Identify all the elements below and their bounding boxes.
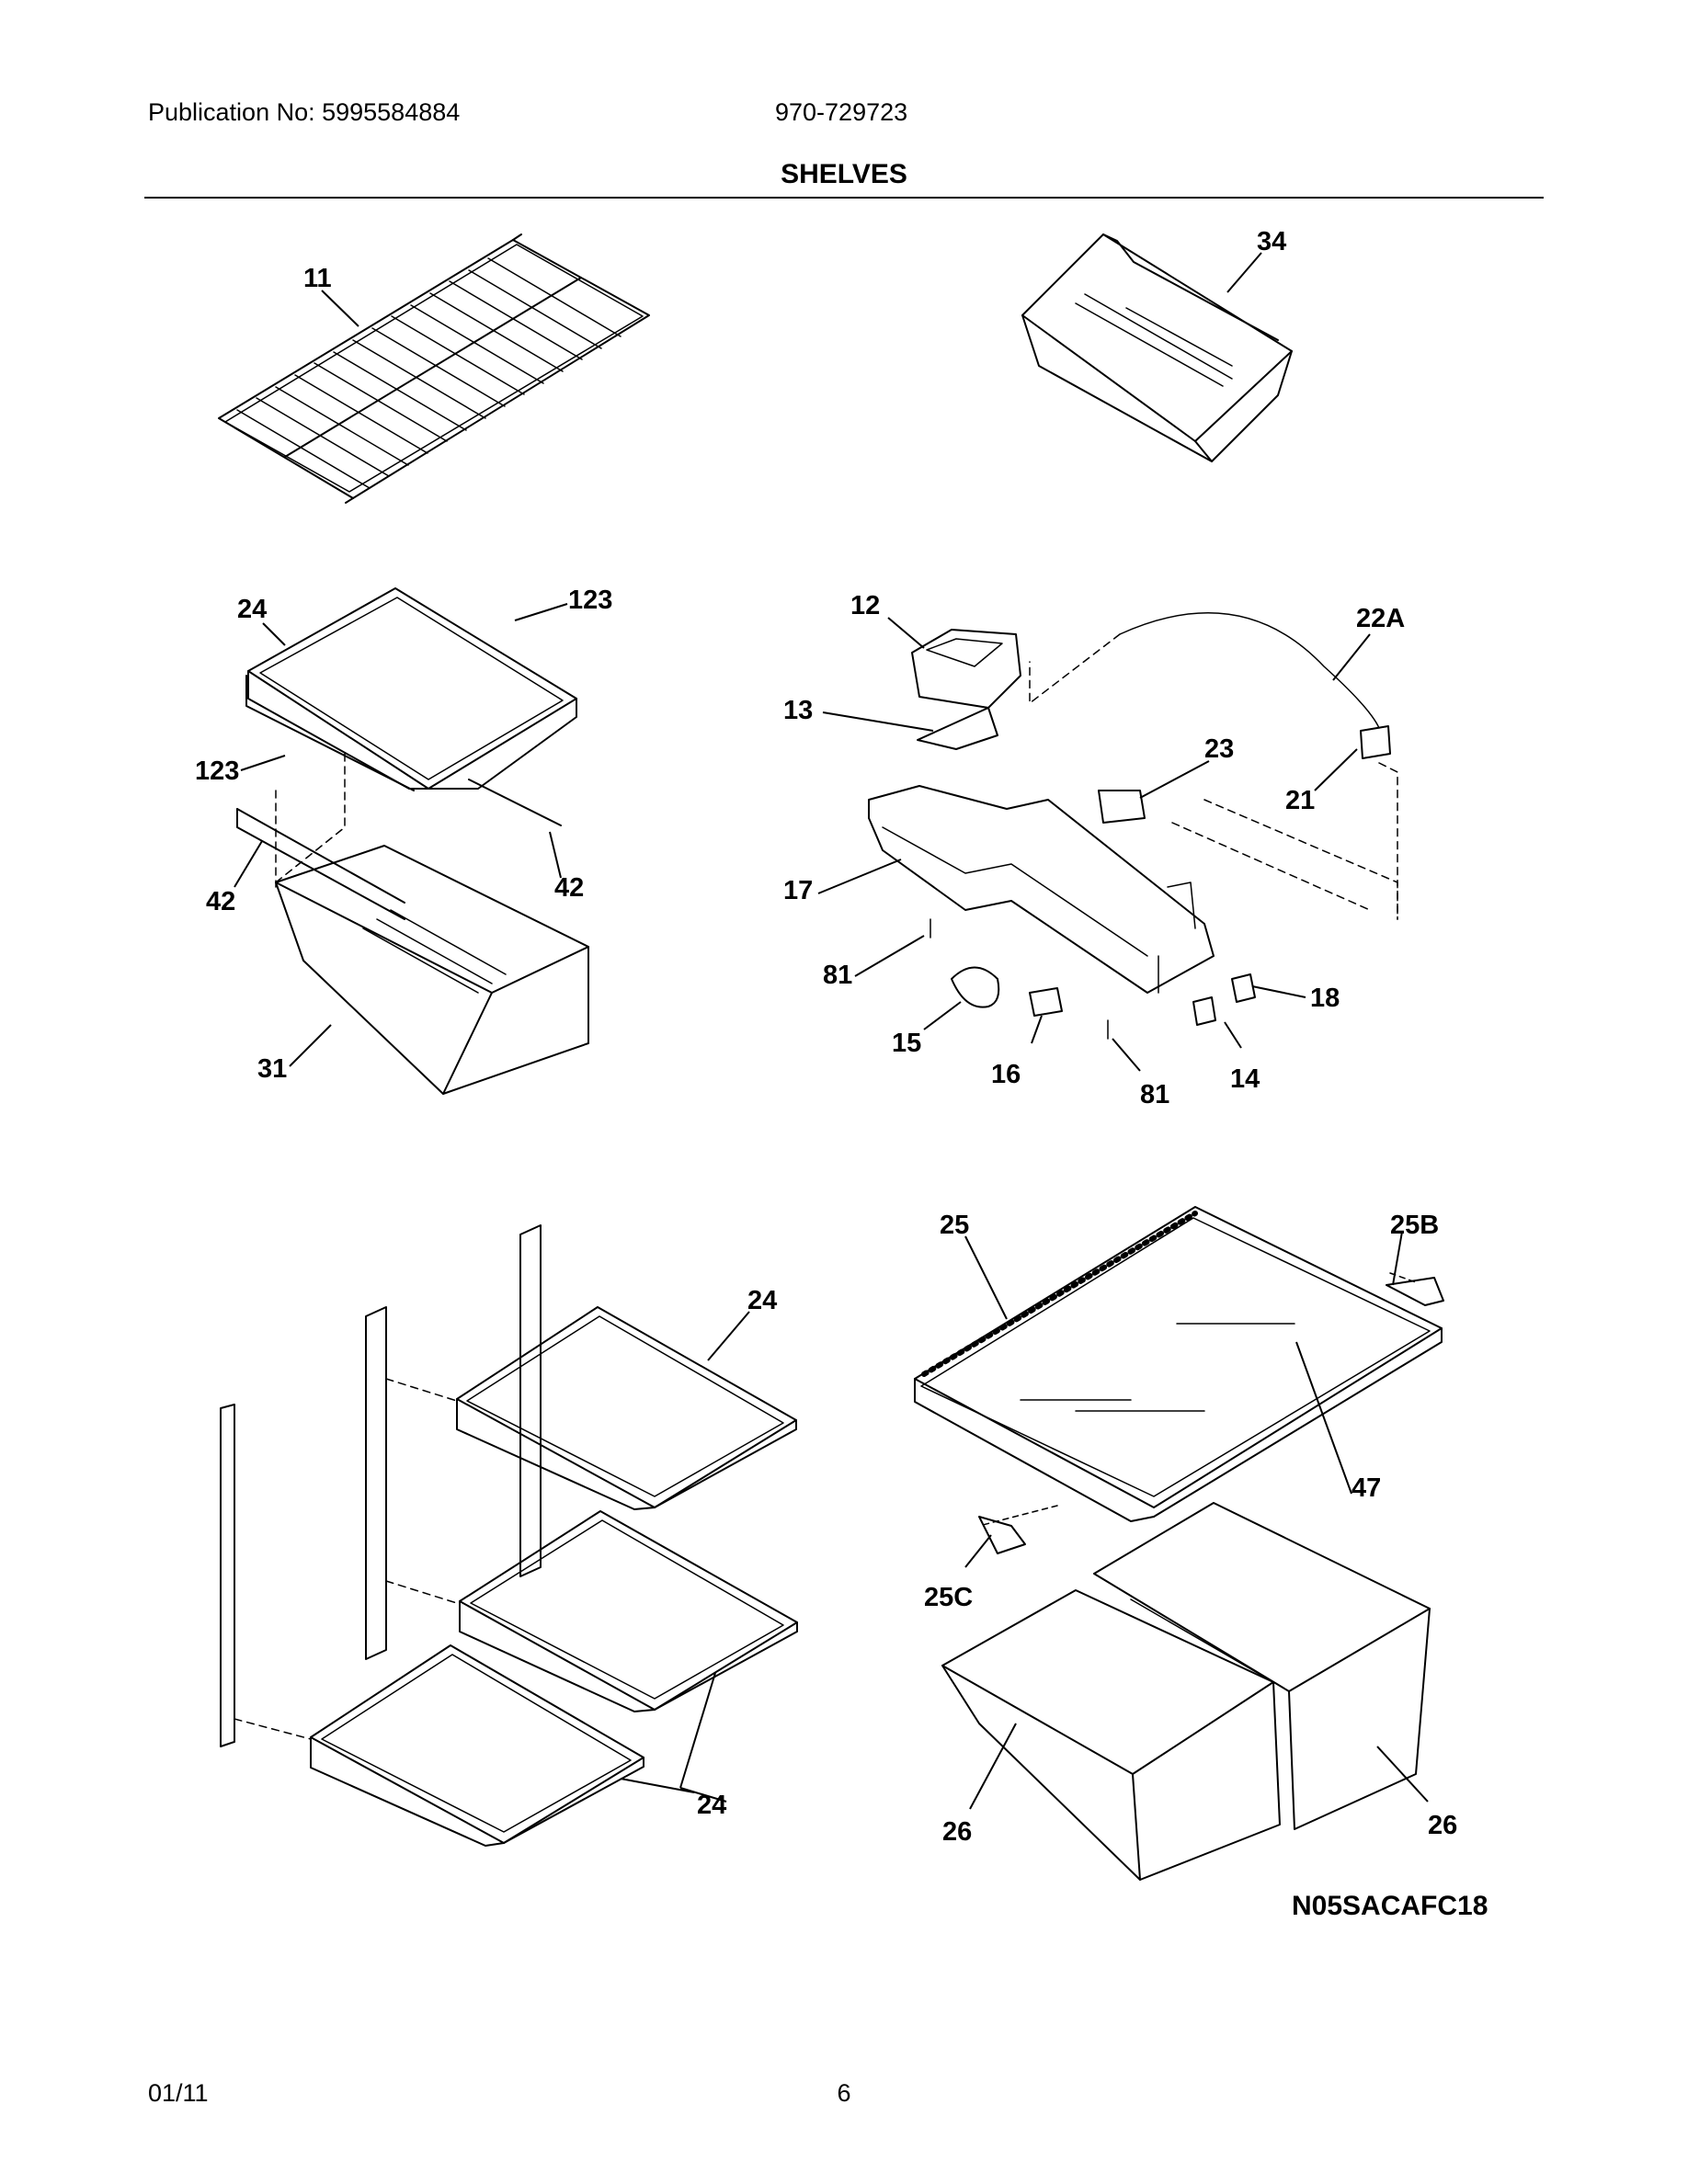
callout-13: 13 [783,696,813,725]
callout-24: 24 [747,1286,777,1315]
callout-34: 34 [1257,227,1286,256]
callout-42: 42 [206,887,235,916]
callout-31: 31 [257,1054,287,1084]
callout-14: 14 [1230,1064,1260,1094]
callout-24: 24 [697,1791,726,1820]
callout-23: 23 [1204,734,1234,764]
leader-lines [234,252,1429,1810]
crisper-cover-drawing [914,1206,1444,1881]
callout-21: 21 [1285,786,1315,815]
publication-date: 01/11 [148,2079,209,2107]
callout-25b: 25B [1390,1211,1439,1240]
callout-123: 123 [568,586,612,615]
callout-17: 17 [783,876,813,905]
model-number: 970-729723 [775,98,908,126]
callout-26: 26 [942,1817,972,1847]
callout-12: 12 [850,591,880,620]
page-title: SHELVES [781,159,907,189]
callout-47: 47 [1352,1473,1381,1503]
callout-26: 26 [1428,1811,1457,1840]
callout-123: 123 [195,756,239,786]
header-rule [144,197,1544,199]
publication-number: Publication No: 5995584884 [148,98,461,126]
callout-16: 16 [991,1060,1021,1089]
callout-15: 15 [892,1029,921,1058]
callout-22a: 22A [1356,604,1405,633]
light-housing-drawing [868,612,1398,1040]
callout-18: 18 [1310,984,1340,1013]
callout-42: 42 [554,873,584,903]
door-bin-drawing [1021,233,1293,462]
shelves-on-rails-drawing [220,1224,798,1847]
callout-81: 81 [823,961,852,990]
callout-81: 81 [1140,1080,1169,1109]
callout-25c: 25C [924,1583,973,1612]
callout-11: 11 [303,264,332,293]
wire-shelf-drawing [218,233,650,504]
page-number: 6 [837,2079,851,2107]
callout-24: 24 [237,595,267,624]
diagram-code: N05SACAFC18 [1292,1891,1488,1921]
callout-25: 25 [940,1211,969,1240]
shelf-and-crisper-drawing [236,587,589,1095]
